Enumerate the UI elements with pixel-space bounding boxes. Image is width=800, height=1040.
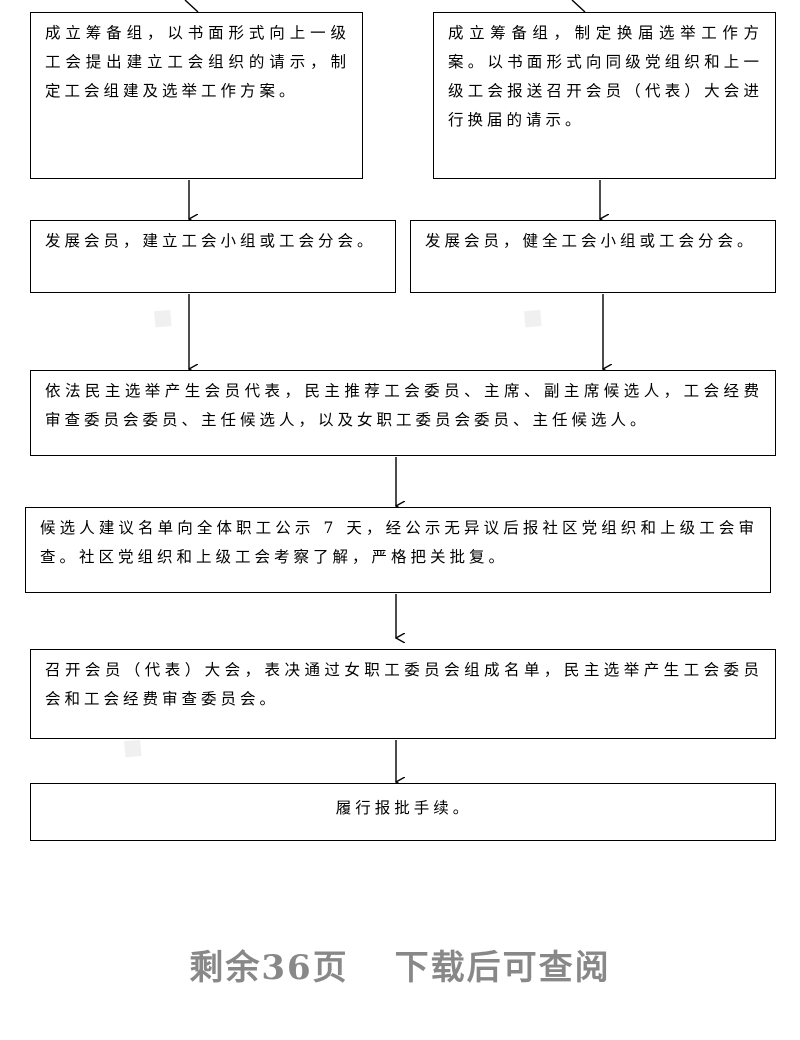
step-box-6: 履行报批手续。 xyxy=(30,783,776,841)
step-box-left-1: 成立筹备组，以书面形式向上一级工会提出建立工会组织的请示，制定工会组建及选举工作… xyxy=(30,12,363,179)
remaining-pages-label: 剩余36页 xyxy=(189,948,349,988)
download-to-view-label: 下载后可查阅 xyxy=(394,948,611,988)
step-box-4: 候选人建议名单向全体职工公示 7 天，经公示无异议后报社区党组织和上级工会审查。… xyxy=(25,507,771,593)
step-box-left-2: 发展会员，建立工会小组或工会分会。 xyxy=(30,220,396,293)
step-box-5: 召开会员（代表）大会，表决通过女职工委员会组成名单，民主选举产生工会委员会和工会… xyxy=(30,649,776,739)
step-box-right-1: 成立筹备组，制定换届选举工作方案。以书面形式向同级党组织和上一级工会报送召开会员… xyxy=(433,12,776,179)
step-box-3: 依法民主选举产生会员代表，民主推荐工会委员、主席、副主席候选人，工会经费审查委员… xyxy=(30,370,776,456)
step-box-right-2: 发展会员，健全工会小组或工会分会。 xyxy=(410,220,776,293)
arrow-top-left xyxy=(184,0,199,13)
arrow-top-right xyxy=(571,0,586,13)
download-prompt[interactable]: 剩余36页 下载后可查阅 xyxy=(0,940,800,989)
